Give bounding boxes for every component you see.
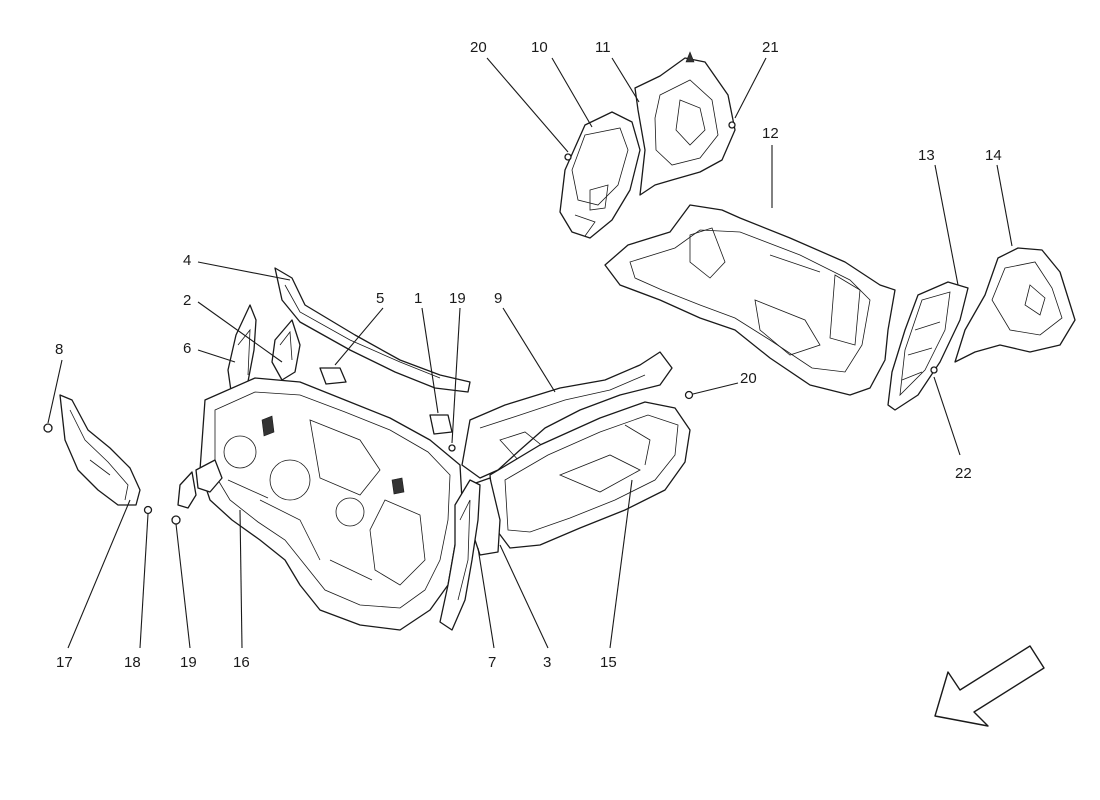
callout-18: 18	[124, 654, 141, 671]
part-7-trim	[439, 479, 481, 631]
callout-12: 12	[762, 125, 779, 142]
part-4-seal	[274, 267, 471, 393]
callout-4: 4	[183, 252, 191, 269]
callout-19-top: 19	[449, 290, 466, 307]
callout-11: 11	[595, 39, 611, 56]
part-15-tunnel	[489, 401, 691, 549]
leader-lines	[47, 57, 1013, 649]
part-10-panel	[559, 111, 641, 239]
callout-17: 17	[56, 654, 73, 671]
callout-21-right: 21	[762, 39, 779, 56]
callout-labels: 20 10 11 21 12 13 14 4 2 5 1 19 9 6 8 20…	[55, 39, 1002, 671]
callout-9: 9	[494, 290, 502, 307]
part-18-19-brackets	[177, 459, 223, 509]
callout-22: 22	[955, 465, 972, 482]
part-1-pad	[429, 414, 453, 435]
direction-arrow-icon	[934, 645, 1045, 727]
callout-20: 20	[740, 370, 757, 387]
part-17-panel	[59, 394, 141, 506]
callout-13: 13	[918, 147, 935, 164]
callout-16: 16	[233, 654, 250, 671]
part-6-bracket	[227, 304, 257, 399]
part-11-panel	[634, 51, 736, 196]
callout-10: 10	[531, 39, 548, 56]
part-14-panel	[954, 247, 1076, 363]
callout-1: 1	[414, 290, 422, 307]
callout-5: 5	[376, 290, 384, 307]
fasteners	[43, 121, 938, 525]
part-13-panel	[887, 281, 969, 411]
callout-6: 6	[183, 340, 191, 357]
part-16-bulkhead	[199, 377, 463, 631]
callout-19-bottom: 19	[180, 654, 197, 671]
callout-8: 8	[55, 341, 63, 358]
callout-15: 15	[600, 654, 617, 671]
part-5-pad	[319, 367, 347, 385]
callout-21-left: 20	[470, 39, 487, 56]
part-12-floor-mat	[604, 204, 896, 396]
callout-7: 7	[488, 654, 496, 671]
part-2-bracket	[271, 319, 301, 381]
callout-14: 14	[985, 147, 1002, 164]
callout-2: 2	[183, 292, 191, 309]
callout-3: 3	[543, 654, 551, 671]
